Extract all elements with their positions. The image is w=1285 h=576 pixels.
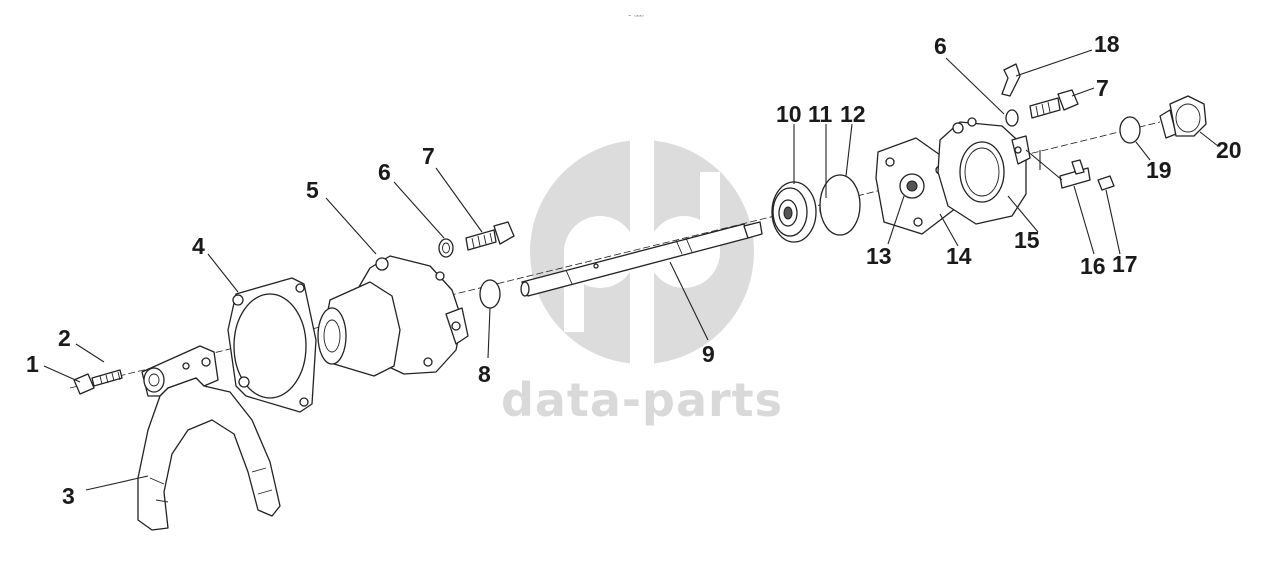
bearing-part-10 [771, 181, 817, 243]
callout-1: 1 [26, 351, 39, 377]
shaft-part-9 [520, 221, 763, 297]
gasket-part-4 [227, 277, 317, 413]
callout-18: 18 [1094, 31, 1120, 57]
callout-10: 10 [776, 101, 802, 127]
bolt-part-7-left [465, 221, 515, 251]
callout-labels: 1 2 3 4 5 6 7 8 9 10 11 12 13 14 15 16 1… [26, 31, 1242, 509]
fitting-part-18 [1001, 63, 1021, 97]
callout-11: 11 [808, 101, 833, 127]
bolt-part-7-right [1029, 89, 1079, 119]
nut-part-13 [899, 173, 925, 199]
o-ring-part-12 [819, 174, 861, 236]
bolt-part-1 [73, 369, 123, 395]
callout-14: 14 [946, 243, 972, 269]
callout-8: 8 [478, 361, 491, 387]
housing-part-15 [937, 117, 1031, 225]
callout-19: 19 [1146, 157, 1172, 183]
watermark-text: data-parts [501, 373, 783, 427]
plug-part-17 [1097, 175, 1115, 191]
fitting-part-16 [1059, 159, 1091, 189]
leader-lines [43, 49, 1219, 491]
callout-9: 9 [702, 341, 715, 367]
housing-part-5 [317, 255, 469, 377]
callout-3: 3 [62, 483, 75, 509]
o-ring-part-19 [1119, 116, 1141, 144]
callout-16: 16 [1080, 253, 1106, 279]
callout-7b: 7 [1096, 75, 1109, 101]
callout-17: 17 [1112, 251, 1138, 277]
callout-2: 2 [58, 325, 71, 351]
callout-12: 12 [840, 101, 866, 127]
callout-7a: 7 [422, 143, 435, 169]
washer-part-6-right [1005, 109, 1019, 127]
shift-fork-part-3 [137, 345, 281, 531]
callout-4: 4 [192, 233, 205, 259]
callout-20: 20 [1216, 137, 1242, 163]
o-ring-part-8 [479, 279, 501, 309]
callout-6b: 6 [934, 33, 947, 59]
sensor-part-20 [1159, 95, 1207, 139]
callout-6a: 6 [378, 159, 391, 185]
tiny-mark: ⌁ ▭▭▭ [628, 13, 643, 19]
callout-13: 13 [866, 243, 892, 269]
callout-5: 5 [306, 177, 319, 203]
callout-15: 15 [1014, 227, 1040, 253]
washer-part-6-left [438, 238, 454, 258]
